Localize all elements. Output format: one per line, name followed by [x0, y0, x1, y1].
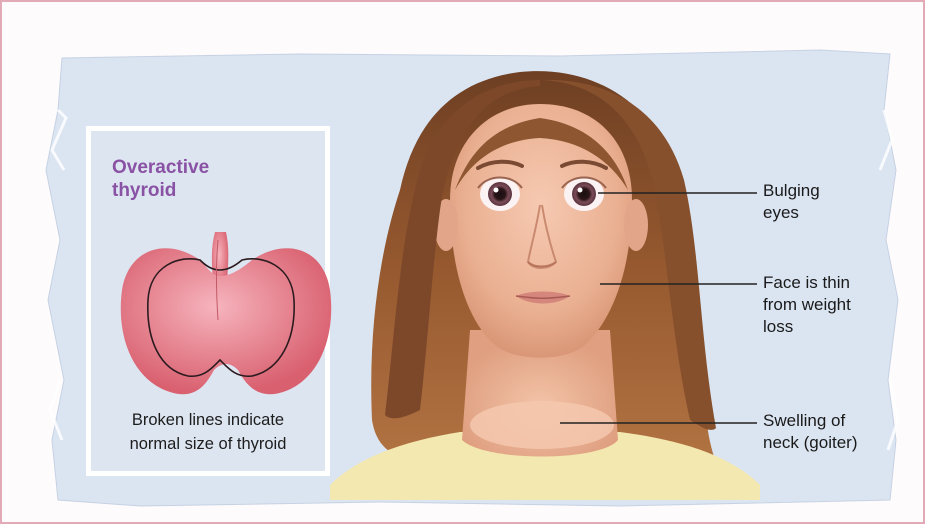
inset-title: Overactive thyroid — [112, 156, 272, 202]
inset-caption-line-1: Broken lines indicate — [92, 408, 324, 432]
callout-neck-line-2: neck (goiter) — [763, 432, 857, 454]
inset-title-line-2: thyroid — [112, 179, 272, 202]
callout-neck-line-1: Swelling of — [763, 410, 857, 432]
thyroid-gland — [121, 232, 331, 394]
inset-caption-line-2: normal size of thyroid — [92, 432, 324, 456]
inset-caption: Broken lines indicate normal size of thy… — [92, 408, 324, 456]
inset-title-line-1: Overactive — [112, 156, 272, 179]
callout-face-line-3: loss — [763, 316, 851, 338]
callout-eyes-line-1: Bulging — [763, 180, 820, 202]
callout-thin-face: Face is thin from weight loss — [763, 272, 851, 338]
callout-face-line-2: from weight — [763, 294, 851, 316]
callout-bulging-eyes: Bulging eyes — [763, 180, 820, 224]
callout-goiter: Swelling of neck (goiter) — [763, 410, 857, 454]
callout-face-line-1: Face is thin — [763, 272, 851, 294]
callout-eyes-line-2: eyes — [763, 202, 820, 224]
